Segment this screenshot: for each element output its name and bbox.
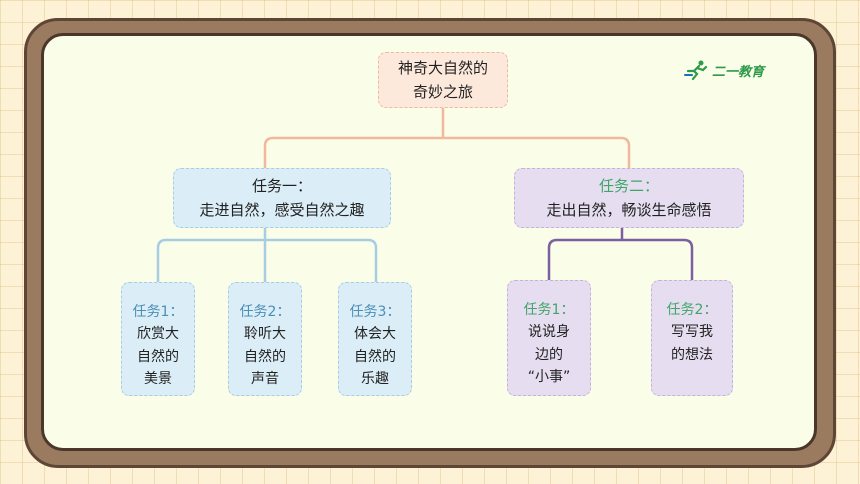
task2-node: 任务二： 走出自然，畅谈生命感悟 [514, 168, 744, 228]
subtask-line: 的想法 [671, 346, 713, 363]
subtask-line: 欣赏大 [137, 326, 179, 343]
task1-subtask-3: 任务3： 体会大 自然的 乐趣 [338, 282, 412, 396]
task2-desc: 走出自然，畅谈生命感悟 [546, 201, 712, 219]
task1-desc: 走进自然，感受自然之趣 [199, 201, 365, 219]
subtask-label: 任务2： [239, 304, 291, 320]
subtask-label: 任务3： [349, 304, 401, 320]
subtask-label: 任务1： [132, 304, 184, 320]
running-figure-icon [684, 60, 708, 80]
task1-subtask-2: 任务2： 聆听大 自然的 声音 [228, 282, 302, 396]
task1-subtask-1: 任务1： 欣赏大 自然的 美景 [121, 282, 195, 396]
task1-label: 任务一： [251, 177, 312, 195]
brand-logo: 二一教育 [684, 60, 764, 80]
root-branch [263, 136, 631, 168]
subtask-line: 自然的 [244, 348, 286, 365]
task1-branch [156, 238, 378, 282]
subtask-line: 自然的 [354, 348, 396, 365]
logo-text: 二一教育 [712, 64, 765, 80]
task2-subtask-1: 任务1： 说说身 边的 “小事” [507, 280, 591, 396]
subtask-line: 边的 [535, 346, 563, 363]
task1-connectors [156, 228, 378, 282]
root-line-2: 奇妙之旅 [412, 83, 473, 101]
subtask-label: 任务1： [523, 302, 575, 318]
subtask-line: 体会大 [354, 326, 396, 343]
subtask-line: 声音 [251, 371, 279, 388]
subtask-line: 自然的 [137, 348, 179, 365]
subtask-line: 聆听大 [244, 326, 286, 343]
subtask-label: 任务2： [666, 302, 718, 318]
task2-subtask-2: 任务2： 写写我 的想法 [651, 280, 733, 396]
task2-connectors [547, 228, 694, 280]
subtask-line: 美景 [144, 371, 172, 388]
subtask-line: 乐趣 [361, 371, 389, 388]
task2-label: 任务二： [598, 177, 659, 195]
subtask-line: “小事” [527, 369, 571, 386]
root-connectors [263, 108, 631, 168]
task2-branch [547, 238, 694, 280]
task1-node: 任务一： 走进自然，感受自然之趣 [173, 168, 391, 228]
root-line-1: 神奇大自然的 [397, 59, 488, 77]
subtask-line: 说说身 [528, 324, 570, 341]
root-node: 神奇大自然的 奇妙之旅 [378, 52, 508, 108]
subtask-line: 写写我 [671, 324, 713, 341]
